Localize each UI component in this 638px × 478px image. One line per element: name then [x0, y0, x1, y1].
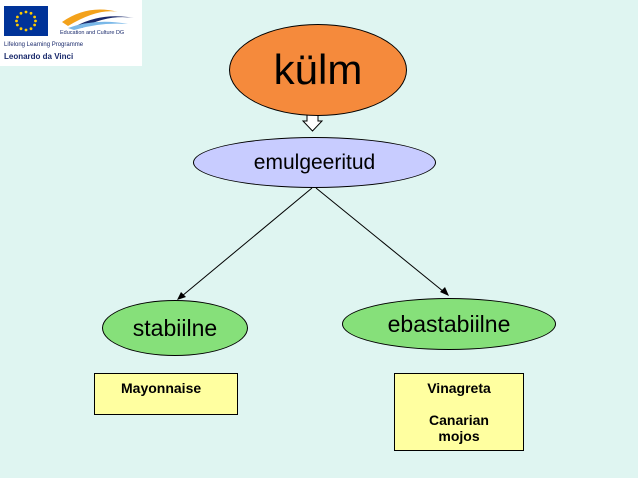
mid-node-label: emulgeeritud	[253, 150, 376, 174]
right-example-box: Vinagreta Canarian mojos	[394, 373, 524, 451]
programme-label: Lifelong Learning Programme	[4, 42, 84, 48]
example-item: mojos	[438, 428, 480, 444]
left-example-box: Mayonnaise	[94, 373, 238, 415]
branch-left-line	[181, 187, 313, 297]
dg-label: Education and Culture DG	[60, 30, 125, 36]
branch-right-line	[315, 187, 445, 293]
branch-right-arrowhead	[440, 287, 449, 296]
eu-flag-icon	[4, 6, 48, 36]
left-leaf-node: stabiilne	[102, 300, 248, 356]
root-node-label: külm	[273, 46, 363, 93]
right-leaf-node: ebastabiilne	[342, 298, 556, 350]
mid-node: emulgeeritud	[193, 137, 436, 188]
swoosh-icon	[62, 9, 134, 30]
left-leaf-label: stabiilne	[132, 314, 218, 341]
root-node: külm	[229, 24, 407, 116]
eu-logo: Education and Culture DG Lifelong Learni…	[0, 0, 142, 66]
branch-left-arrowhead	[177, 292, 186, 300]
leonardo-label: Leonardo da Vinci	[4, 52, 74, 61]
example-item: Vinagreta	[427, 380, 491, 396]
right-leaf-label: ebastabiilne	[387, 310, 511, 337]
example-spacer	[395, 396, 523, 412]
example-item: Canarian	[429, 412, 489, 428]
example-item: Mayonnaise	[121, 380, 202, 396]
